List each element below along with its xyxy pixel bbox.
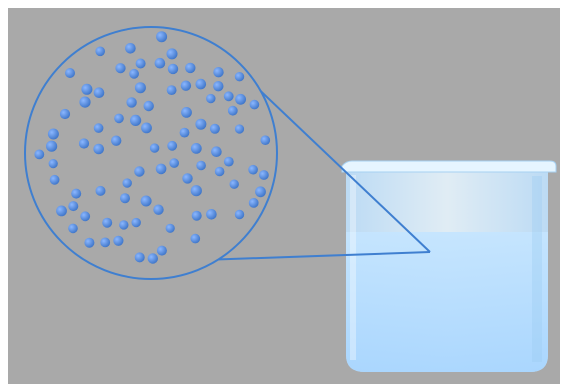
particle-dot (155, 58, 166, 69)
particle-dot (80, 211, 90, 221)
magnified-view (25, 27, 277, 279)
particle-dot (68, 224, 78, 234)
particle-dot (135, 252, 145, 262)
particle-dot (49, 159, 58, 168)
particle-dot (230, 180, 239, 189)
particle-dot (235, 124, 244, 133)
particle-dot (136, 59, 146, 69)
particle-dot (114, 114, 124, 124)
particle-dot (185, 63, 195, 73)
particle-dot (169, 158, 179, 168)
particle-dot (196, 161, 206, 171)
particle-dot (135, 82, 146, 93)
particle-dot (94, 123, 104, 133)
particle-dot (156, 164, 167, 175)
particle-dot (157, 246, 167, 256)
particle-dot (132, 218, 141, 227)
particle-dot (181, 107, 192, 118)
particle-dot (129, 69, 139, 79)
particle-dot (215, 167, 225, 177)
particle-dot (166, 224, 175, 233)
particle-dot (168, 64, 178, 74)
particle-dot (123, 178, 132, 187)
particle-dot (235, 94, 246, 105)
particle-dot (250, 100, 260, 110)
beaker-highlight (350, 175, 356, 360)
particle-dot (115, 63, 125, 73)
particle-dot (46, 141, 57, 152)
particle-dot (93, 144, 104, 155)
particle-dot (102, 218, 112, 228)
particle-dot (148, 253, 158, 263)
particle-dot (94, 87, 105, 98)
particle-dot (192, 211, 202, 221)
particle-dot (141, 123, 152, 134)
particle-dot (60, 109, 70, 119)
particle-dot (206, 94, 215, 103)
particle-dot (150, 143, 159, 152)
particle-dot (65, 68, 75, 78)
particle-dot (95, 47, 105, 57)
particle-dot (191, 143, 202, 154)
particle-dot (71, 189, 81, 199)
particle-dot (196, 79, 207, 90)
particle-dot (210, 124, 220, 134)
particle-dot (235, 210, 244, 219)
particle-dot (213, 81, 223, 91)
magnifier-circle (25, 27, 277, 279)
particle-dot (119, 220, 128, 229)
particle-dot (68, 201, 78, 211)
particle-dot (100, 238, 110, 248)
particle-dot (34, 150, 44, 160)
particle-dot (126, 97, 136, 107)
particle-dot (167, 48, 178, 59)
particle-dot (81, 84, 92, 95)
particle-dot (248, 165, 258, 175)
particle-dot (167, 141, 177, 151)
particle-dot (130, 115, 141, 126)
particle-dot (79, 97, 90, 108)
particle-dot (120, 193, 130, 203)
particle-dot (180, 128, 190, 138)
particle-dot (206, 209, 217, 220)
particle-dot (96, 186, 106, 196)
particle-dot (259, 170, 269, 180)
particle-dot (182, 173, 192, 183)
particle-dot (224, 91, 234, 101)
particle-dot (56, 206, 67, 217)
particle-dot (191, 234, 201, 244)
particle-dot (195, 119, 206, 130)
particle-dot (191, 185, 202, 196)
particle-dot (167, 85, 177, 95)
particle-dot (84, 238, 94, 248)
particle-dot (153, 205, 163, 215)
particle-dot (255, 186, 266, 197)
particle-dot (181, 81, 191, 91)
particle-dot (224, 157, 234, 167)
beaker (342, 161, 556, 372)
particle-dot (125, 43, 136, 54)
particle-dot (113, 236, 123, 246)
particle-dot (235, 72, 244, 81)
particle-dot (249, 198, 259, 208)
particle-dot (134, 166, 144, 176)
particle-dot (156, 31, 167, 42)
particle-dot (50, 175, 60, 185)
particle-dot (141, 196, 152, 207)
particle-dot (48, 129, 59, 140)
particle-dot (211, 146, 222, 157)
particle-dot (111, 136, 121, 146)
particle-dot (144, 101, 154, 111)
particle-dot (228, 106, 238, 116)
particle-dot (79, 138, 89, 148)
particle-dot (213, 67, 223, 77)
beaker-rim (342, 161, 556, 172)
beaker-shadow (532, 176, 542, 362)
particle-dot (261, 135, 271, 145)
